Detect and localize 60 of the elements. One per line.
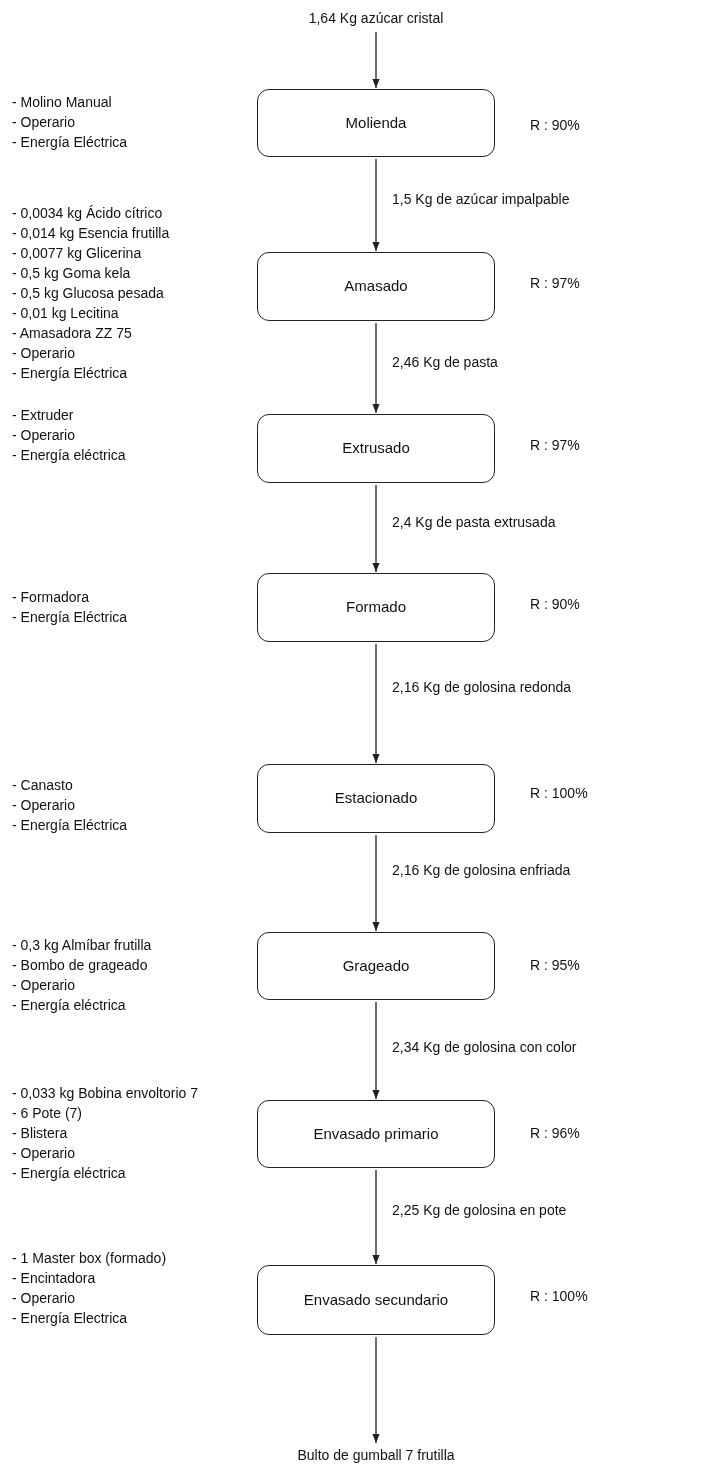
input-item: - Amasadora ZZ 75 [12, 324, 132, 343]
input-item: - Operario [12, 344, 76, 363]
input-item: - 0,01 kg Lecitina [12, 304, 119, 323]
yield-text: R : 100% [530, 784, 588, 803]
input-item: - Energía Eléctrica [12, 816, 128, 835]
input-item: - 0,5 kg Goma kela [12, 264, 131, 283]
input-item: - Operario [12, 426, 76, 445]
input-item: - Operario [12, 796, 76, 815]
input-item: - 0,0034 kg Ácido cítrico [12, 204, 163, 223]
input-item: - Operario [12, 1144, 76, 1163]
process-box: Envasado primario [257, 1100, 495, 1168]
yield-text: R : 96% [530, 1124, 580, 1143]
input-item: - Energía eléctrica [12, 446, 126, 465]
arrow [372, 834, 380, 932]
input-item: - Energía eléctrica [12, 996, 126, 1015]
process-box: Formado [257, 573, 495, 642]
yield-text: R : 95% [530, 956, 580, 975]
arrow [372, 158, 380, 252]
input-item: - Bombo de grageado [12, 956, 148, 975]
input-item: - Formadora [12, 588, 90, 607]
process-box: Amasado [257, 252, 495, 321]
input-item: - Encintadora [12, 1269, 96, 1288]
input-item: - Energía Electrica [12, 1309, 128, 1328]
input-item: - 1 Master box (formado) [12, 1249, 167, 1268]
input-item: - 0,3 kg Almíbar frutilla [12, 936, 152, 955]
process-box: Extrusado [257, 414, 495, 483]
input-item: - 0,014 kg Esencia frutilla [12, 224, 170, 243]
input-item: - 6 Pote (7) [12, 1104, 83, 1123]
arrow [372, 31, 380, 89]
yield-text: R : 100% [530, 1287, 588, 1306]
flow-text: Bulto de gumball 7 frutilla [246, 1444, 506, 1465]
arrow [372, 1169, 380, 1265]
arrow [372, 643, 380, 764]
input-item: - 0,5 kg Glucosa pesada [12, 284, 164, 303]
input-item: - Operario [12, 976, 76, 995]
input-item: - Molino Manual [12, 93, 112, 112]
input-item: - Canasto [12, 776, 73, 795]
input-item: - Energía Eléctrica [12, 364, 128, 383]
input-item: - Operario [12, 1289, 76, 1308]
input-item: - Energía Eléctrica [12, 133, 128, 152]
yield-text: R : 97% [530, 436, 580, 455]
process-box: Grageado [257, 932, 495, 1000]
flow-text: 1,64 Kg azúcar cristal [260, 6, 492, 30]
input-item: - 0,0077 kg Glicerina [12, 244, 142, 263]
input-item: - Operario [12, 113, 76, 132]
process-box: Envasado secundario [257, 1265, 495, 1335]
input-item: - Energía eléctrica [12, 1164, 126, 1183]
input-item: - Blistera [12, 1124, 68, 1143]
process-box: Estacionado [257, 764, 495, 833]
yield-text: R : 90% [530, 116, 580, 135]
arrow [372, 322, 380, 414]
input-item: - Energía Eléctrica [12, 608, 128, 627]
yield-text: R : 97% [530, 274, 580, 293]
arrow [372, 1336, 380, 1444]
arrow [372, 484, 380, 573]
process-box: Molienda [257, 89, 495, 157]
input-item: - 0,033 kg Bobina envoltorio 7 [12, 1084, 198, 1103]
yield-text: R : 90% [530, 595, 580, 614]
input-item: - Extruder [12, 406, 74, 425]
arrow [372, 1001, 380, 1100]
